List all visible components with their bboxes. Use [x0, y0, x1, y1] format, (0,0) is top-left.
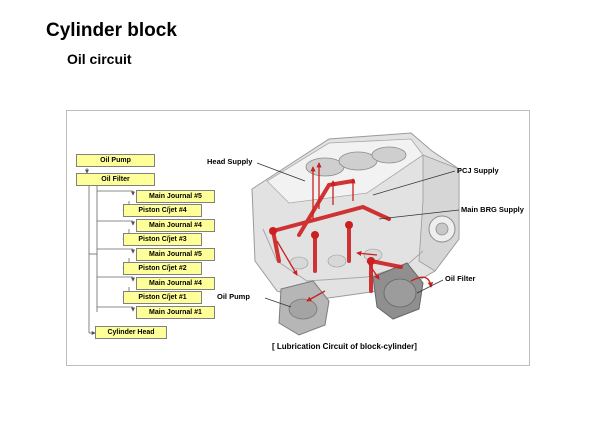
flow-box-oil-pump: Oil Pump [76, 154, 155, 167]
flow-connectors [85, 168, 135, 335]
illustration-caption: [ Lubrication Circuit of block-cylinder] [272, 342, 417, 351]
engine-block-illustration [251, 132, 460, 336]
label-oil-pump: Oil Pump [217, 292, 250, 301]
flow-box-piston-jet-2: Piston C/jet #2 [123, 262, 202, 275]
oil-junction-dots [269, 221, 375, 265]
label-pcj-supply: PCJ Supply [457, 166, 499, 175]
flow-box-main-journal-5a: Main Journal #5 [136, 190, 215, 203]
flow-box-piston-jet-4: Piston C/jet #4 [123, 204, 202, 217]
diagram-canvas [85, 132, 460, 336]
flow-box-main-journal-4b: Main Journal #4 [136, 277, 215, 290]
label-main-brg-supply: Main BRG Supply [461, 205, 524, 214]
flow-box-oil-filter: Oil Filter [76, 173, 155, 186]
flow-box-piston-jet-3: Piston C/jet #3 [123, 233, 202, 246]
flow-box-piston-jet-1: Piston C/jet #1 [123, 291, 202, 304]
label-oil-filter: Oil Filter [445, 274, 476, 283]
page-subtitle: Oil circuit [67, 51, 132, 67]
flow-box-main-journal-1: Main Journal #1 [136, 306, 215, 319]
page-title: Cylinder block [46, 20, 177, 41]
callout-leaders [256, 162, 460, 308]
flow-box-cylinder-head: Cylinder Head [95, 326, 167, 339]
label-head-supply: Head Supply [207, 157, 253, 166]
oil-path-overlay [271, 179, 403, 293]
flow-box-main-journal-5b: Main Journal #5 [136, 248, 215, 261]
flow-box-main-journal-4a: Main Journal #4 [136, 219, 215, 232]
oil-circuit-panel: Oil Pump Oil Filter Main Journal #5 Pist… [66, 110, 530, 366]
